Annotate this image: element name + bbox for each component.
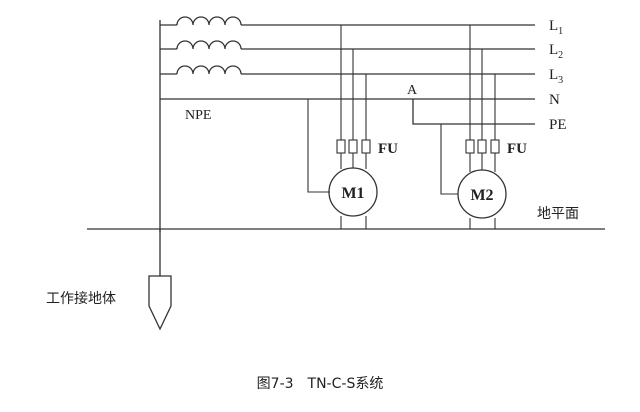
fuse-2-label: FU [507, 141, 527, 157]
motor-2-protective-conductor [440, 124, 458, 195]
phase-line-l1 [160, 16, 535, 26]
phase-line-l3 [160, 65, 535, 75]
ground-electrode-icon [148, 275, 172, 331]
motor-2-branch: M2 FU [440, 25, 527, 229]
transformer-coil-l3 [176, 65, 242, 75]
label-npe: NPE [185, 108, 211, 123]
motor-2-label: M2 [470, 187, 493, 204]
label-l1: L1 [549, 18, 563, 37]
fuse-2b [477, 139, 487, 154]
fuse-1c [361, 139, 371, 154]
motor-1-protective-conductor [307, 99, 330, 193]
transformer-coil-l1 [176, 16, 242, 26]
label-l2: L2 [549, 42, 563, 61]
ground-electrode-label: 工作接地体 [46, 290, 116, 307]
fuse-2c [490, 139, 500, 154]
ground-level-label: 地平面 [537, 206, 579, 222]
fuse-2a [465, 139, 475, 154]
label-pe: PE [549, 117, 567, 133]
figure-caption: 图7-3 TN-C-S系统 [257, 376, 384, 392]
pe-line [412, 99, 535, 125]
label-l3: L3 [549, 67, 563, 86]
motor-2 [457, 169, 507, 219]
motor-1 [328, 167, 378, 217]
motor-1-branch: M1 FU [307, 25, 398, 229]
fuse-1a [336, 139, 346, 154]
fuse-1-label: FU [378, 141, 398, 157]
fuse-1b [348, 139, 358, 154]
label-node-a: A [407, 83, 418, 98]
label-n: N [549, 92, 560, 108]
motor-1-label: M1 [341, 185, 364, 202]
phase-line-l2 [160, 40, 535, 50]
transformer-coil-l2 [176, 40, 242, 50]
